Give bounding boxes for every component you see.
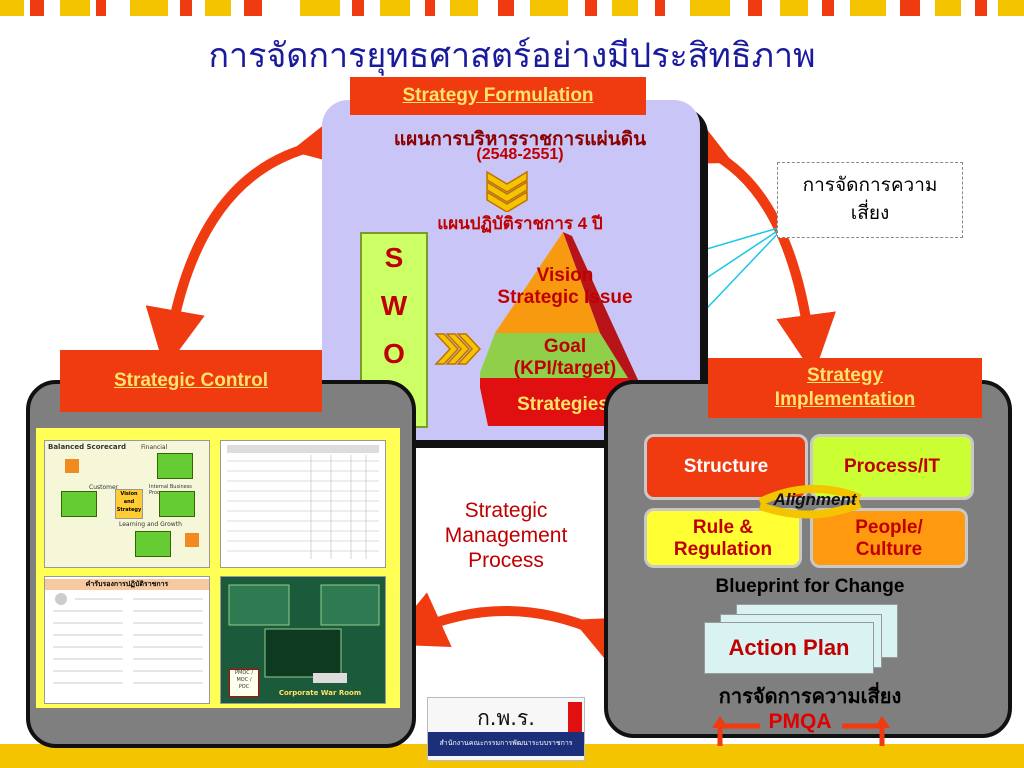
arrow-formulation-to-implementation bbox=[666, 110, 836, 375]
pyramid-vision: Vision bbox=[536, 265, 594, 286]
war-room-scene-icon bbox=[228, 584, 380, 683]
logo-abbr: ก.พ.ร. bbox=[477, 706, 535, 730]
swot-s: S bbox=[384, 242, 404, 273]
bsc-grid-customer bbox=[61, 491, 97, 517]
blueprint-label: Blueprint for Change bbox=[715, 576, 905, 597]
pyramid-strategic-issue: Strategic Issue bbox=[497, 287, 633, 308]
bsc-customer: Customer bbox=[89, 484, 119, 491]
rule-line2: Regulation bbox=[673, 539, 773, 560]
war-room-tag-line1: PMOC / bbox=[234, 670, 254, 676]
risk-management-box: การจัดการความ เสี่ยง bbox=[777, 162, 963, 238]
people-line2: Culture bbox=[855, 539, 923, 560]
war-room-thumb: PMOC / MOC / POC Corporate War Room bbox=[220, 576, 386, 704]
implementation-line1: Strategy bbox=[806, 365, 884, 386]
plan-title: แผนการบริหารราชการแผ่นดิน bbox=[393, 129, 647, 150]
alignment-label: Alignment bbox=[773, 490, 857, 509]
bsc-center-line3: Strategy bbox=[116, 507, 142, 513]
bsc-financial: Financial bbox=[141, 444, 168, 451]
ops-plan-label: แผนปฏิบัติราชการ 4 ปี bbox=[437, 214, 603, 233]
chevron-right-icon bbox=[434, 333, 482, 365]
arrow-implementation-to-control bbox=[384, 592, 640, 672]
bsc-center: Vision and Strategy bbox=[115, 489, 143, 519]
people-culture-box: People/ Culture bbox=[810, 508, 968, 568]
tab-strategy-formulation[interactable]: Strategy Formulation bbox=[350, 77, 646, 115]
risk-management-label: การจัดการความเสี่ยง bbox=[718, 684, 902, 708]
bsc-center-line2: and bbox=[123, 499, 135, 505]
center-line3: Process bbox=[468, 549, 544, 572]
pyramid-goal: Goal bbox=[543, 336, 587, 357]
doc-lines-icon bbox=[53, 593, 203, 684]
swot-w: W bbox=[380, 290, 408, 321]
bsc-title: Balanced Scorecard bbox=[48, 443, 127, 451]
bsc-grid-internal bbox=[159, 491, 195, 517]
bsc-grid-learning bbox=[135, 531, 171, 557]
center-process-label: Strategic Management Process bbox=[418, 498, 594, 573]
logo-red-accent bbox=[568, 702, 582, 732]
performance-agreement-thumb: คำรับรองการปฏิบัติราชการ bbox=[44, 576, 210, 704]
chevron-down-icon bbox=[486, 170, 528, 212]
tab-strategic-control[interactable]: Strategic Control bbox=[60, 350, 322, 412]
pyramid-mid-label: Goal (KPI/target) bbox=[470, 336, 660, 380]
strategy-pyramid bbox=[480, 232, 650, 426]
pyramid-kpi: (KPI/target) bbox=[513, 358, 617, 379]
pmqa-arrows-icon bbox=[712, 716, 890, 746]
top-stripe-bar bbox=[0, 0, 1024, 16]
action-plan-card: Action Plan bbox=[704, 622, 874, 674]
war-room-tag-line3: POC bbox=[238, 684, 250, 690]
rule-regulation-box: Rule & Regulation bbox=[644, 508, 802, 568]
kpi-table-thumb bbox=[220, 440, 386, 568]
pmqa-label: PMQA bbox=[768, 710, 832, 733]
people-line1: People/ bbox=[855, 517, 923, 538]
risk-line2: เสี่ยง bbox=[850, 202, 890, 224]
doc-title: คำรับรองการปฏิบัติราชการ bbox=[45, 579, 209, 590]
logo-org: สำนักงานคณะกรรมการพัฒนาระบบราชการ bbox=[439, 739, 573, 747]
war-room-caption: Corporate War Room bbox=[278, 689, 362, 697]
bsc-arrow-icon bbox=[65, 459, 79, 473]
opdc-logo: ก.พ.ร. สำนักงานคณะกรรมการพัฒนาระบบราชการ bbox=[427, 697, 585, 761]
page-title: การจัดการยุทธศาสตร์อย่างมีประสิทธิภาพ bbox=[208, 36, 816, 76]
bsc-center-line1: Vision bbox=[120, 491, 138, 497]
war-room-tag-line2: MOC / bbox=[236, 677, 252, 683]
pyramid-top-label: Vision Strategic Issue bbox=[470, 265, 660, 309]
structure-box: Structure bbox=[644, 434, 808, 500]
logo-band bbox=[428, 732, 584, 756]
center-line2: Management bbox=[444, 524, 568, 547]
bsc-arrow-icon bbox=[185, 533, 199, 547]
balanced-scorecard-thumb: Balanced Scorecard Financial Customer In… bbox=[44, 440, 210, 568]
tab-strategy-implementation[interactable]: Strategy Implementation bbox=[708, 358, 982, 418]
plan-years: (2548-2551) bbox=[476, 146, 564, 163]
swot-o: O bbox=[383, 338, 405, 369]
bsc-grid-financial bbox=[157, 453, 193, 479]
risk-line1: การจัดการความ bbox=[802, 174, 938, 196]
alignment-cycle-icon bbox=[758, 484, 862, 519]
bsc-learning: Learning and Growth bbox=[119, 521, 182, 528]
bsc-internal: Internal Business Process bbox=[149, 484, 192, 496]
implementation-line2: Implementation bbox=[774, 389, 916, 410]
pyramid-strategies: Strategies bbox=[517, 394, 609, 415]
war-room-tag: PMOC / MOC / POC bbox=[229, 669, 259, 697]
center-line1: Strategic bbox=[464, 499, 548, 522]
rule-line1: Rule & bbox=[692, 517, 754, 538]
table-lines-icon bbox=[227, 445, 379, 559]
arrow-formulation-to-control bbox=[145, 109, 356, 370]
